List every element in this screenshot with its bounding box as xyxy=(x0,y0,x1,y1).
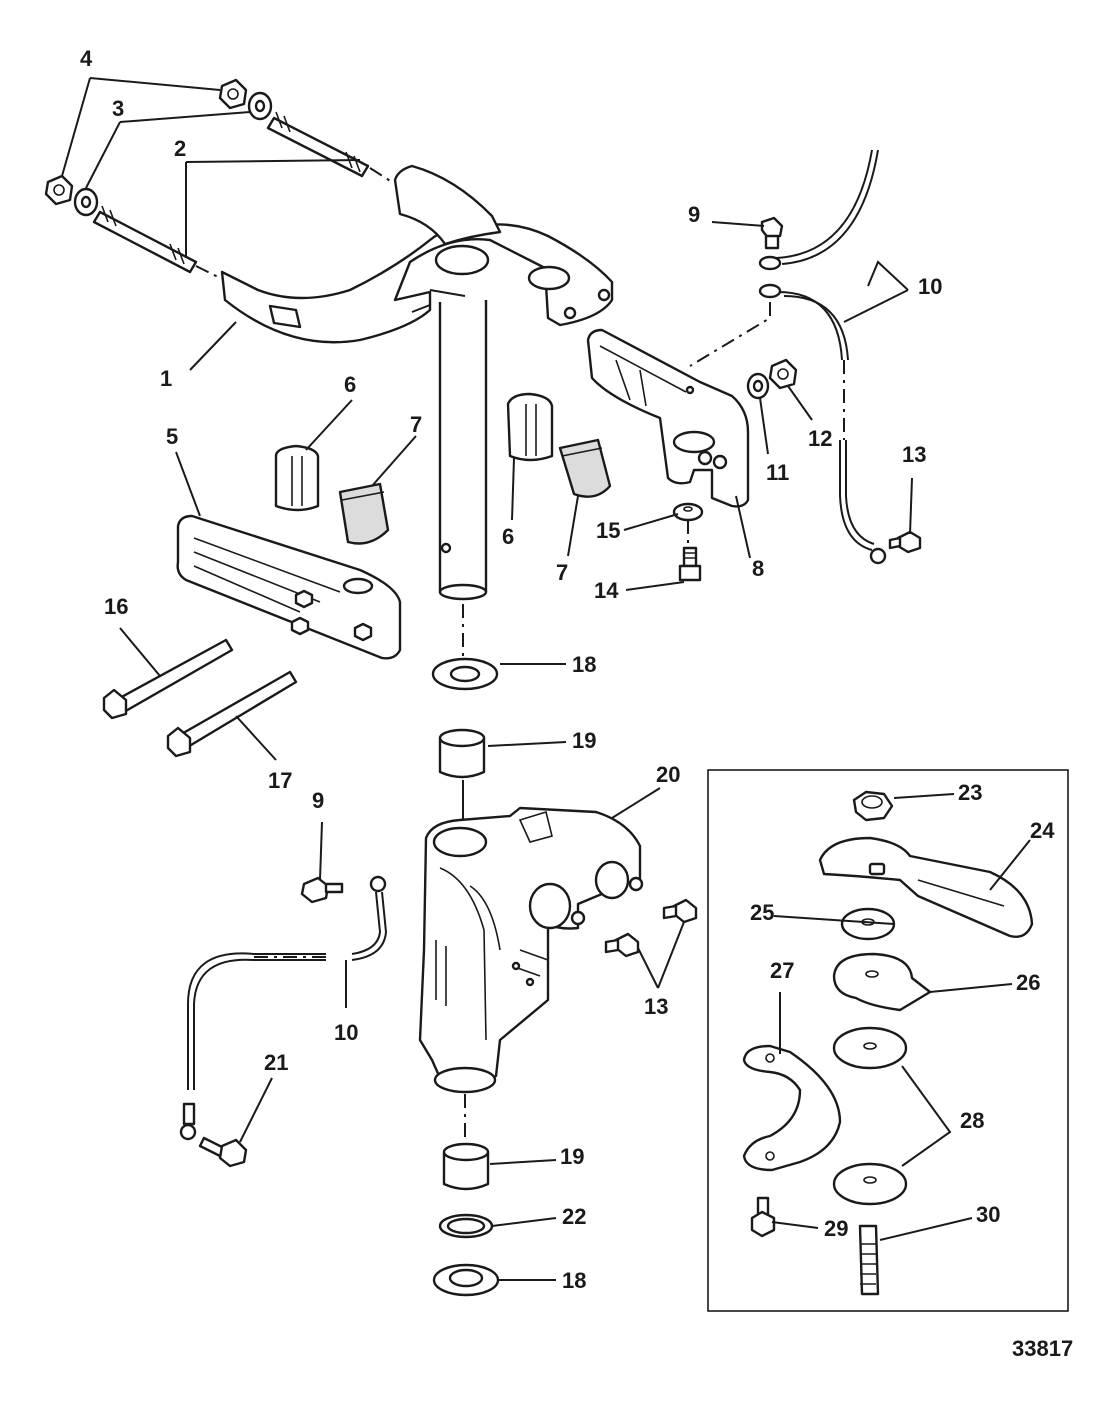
callout-21: 21 xyxy=(264,1050,288,1075)
nut-12 xyxy=(768,358,798,390)
swivel-bracket xyxy=(418,806,644,1094)
washer-3-lower xyxy=(73,187,99,217)
callout-13-lower: 13 xyxy=(644,994,668,1019)
screw-9-upper xyxy=(760,216,784,250)
screw-29 xyxy=(750,1196,776,1238)
pin-30 xyxy=(858,1224,880,1296)
clamp-bracket xyxy=(586,328,750,508)
inset-frame xyxy=(707,769,1069,1312)
nut-4-lower xyxy=(44,174,74,206)
callout-25: 25 xyxy=(750,900,774,925)
stud-2-lower xyxy=(92,205,198,274)
callout-26: 26 xyxy=(1016,970,1040,995)
callout-10-upper: 10 xyxy=(918,274,942,299)
bolt-17 xyxy=(166,670,298,758)
tilt-lever-24 xyxy=(818,836,1034,938)
callout-13-upper: 13 xyxy=(902,442,926,467)
nut-23 xyxy=(852,790,894,822)
steering-shaft xyxy=(438,300,488,601)
bushing-19-upper xyxy=(438,728,486,779)
washer-18-upper xyxy=(431,657,499,691)
callout-23: 23 xyxy=(958,780,982,805)
callout-11: 11 xyxy=(766,460,789,485)
callout-20: 20 xyxy=(656,762,680,787)
callout-6-left: 6 xyxy=(344,372,356,397)
callout-4: 4 xyxy=(80,46,93,71)
callout-22: 22 xyxy=(562,1204,586,1229)
callout-30: 30 xyxy=(976,1202,1000,1227)
pad-6-left xyxy=(274,444,320,512)
ground-wire-10-upper xyxy=(758,149,887,565)
screw-13-lower-b xyxy=(604,932,640,958)
washer-28-lower xyxy=(832,1162,908,1206)
callout-8: 8 xyxy=(752,556,764,581)
callout-9-lower: 9 xyxy=(312,788,324,813)
spring-27 xyxy=(742,1044,842,1172)
callout-3: 3 xyxy=(112,96,124,121)
grommet-15 xyxy=(672,502,704,522)
callout-12: 12 xyxy=(808,426,832,451)
pad-6-right xyxy=(506,392,554,462)
washer-11 xyxy=(746,372,770,400)
callout-2: 2 xyxy=(174,136,186,161)
washer-18-lower xyxy=(432,1263,500,1297)
washer-3-upper xyxy=(247,91,273,121)
stud-14 xyxy=(678,546,702,582)
tab-washer-26 xyxy=(832,952,932,1012)
callout-18-lower: 18 xyxy=(562,1268,586,1293)
pad-7-right xyxy=(558,438,612,498)
callout-17: 17 xyxy=(268,768,292,793)
callout-6-right: 6 xyxy=(502,524,514,549)
callout-14: 14 xyxy=(594,578,619,603)
callout-labels: 4 3 2 1 6 7 5 6 7 8 9 10 11 12 13 15 14 … xyxy=(80,46,1055,1293)
callout-15: 15 xyxy=(596,518,620,543)
ground-wire-10-lower xyxy=(179,875,388,1141)
callout-16: 16 xyxy=(104,594,128,619)
screw-9-lower xyxy=(300,876,344,904)
callout-10-lower: 10 xyxy=(334,1020,358,1045)
callout-5: 5 xyxy=(166,424,178,449)
bushing-19-lower xyxy=(442,1142,490,1191)
washer-28-upper xyxy=(832,1026,908,1070)
stud-2-upper xyxy=(266,111,370,178)
callout-7-left: 7 xyxy=(410,412,422,437)
pad-7-left xyxy=(338,482,390,545)
callout-27: 27 xyxy=(770,958,794,983)
screw-21 xyxy=(198,1136,248,1168)
screw-13-upper xyxy=(888,530,922,554)
steering-arm xyxy=(220,164,614,344)
callout-28: 28 xyxy=(960,1108,984,1133)
bolt-16 xyxy=(102,638,234,720)
washer-22 xyxy=(438,1213,494,1239)
callout-29: 29 xyxy=(824,1216,848,1241)
nut-4-upper xyxy=(218,78,248,110)
callout-19-lower: 19 xyxy=(560,1144,584,1169)
steering-plate xyxy=(176,514,402,660)
callout-19-upper: 19 xyxy=(572,728,596,753)
callout-18-upper: 18 xyxy=(572,652,596,677)
callout-7-right: 7 xyxy=(556,560,568,585)
screw-13-lower-a xyxy=(662,898,698,924)
figure-number: 33817 xyxy=(1012,1336,1073,1361)
callout-9-upper: 9 xyxy=(688,202,700,227)
callout-1: 1 xyxy=(160,366,172,391)
leader-lines xyxy=(61,77,1031,1281)
callout-24: 24 xyxy=(1030,818,1055,843)
